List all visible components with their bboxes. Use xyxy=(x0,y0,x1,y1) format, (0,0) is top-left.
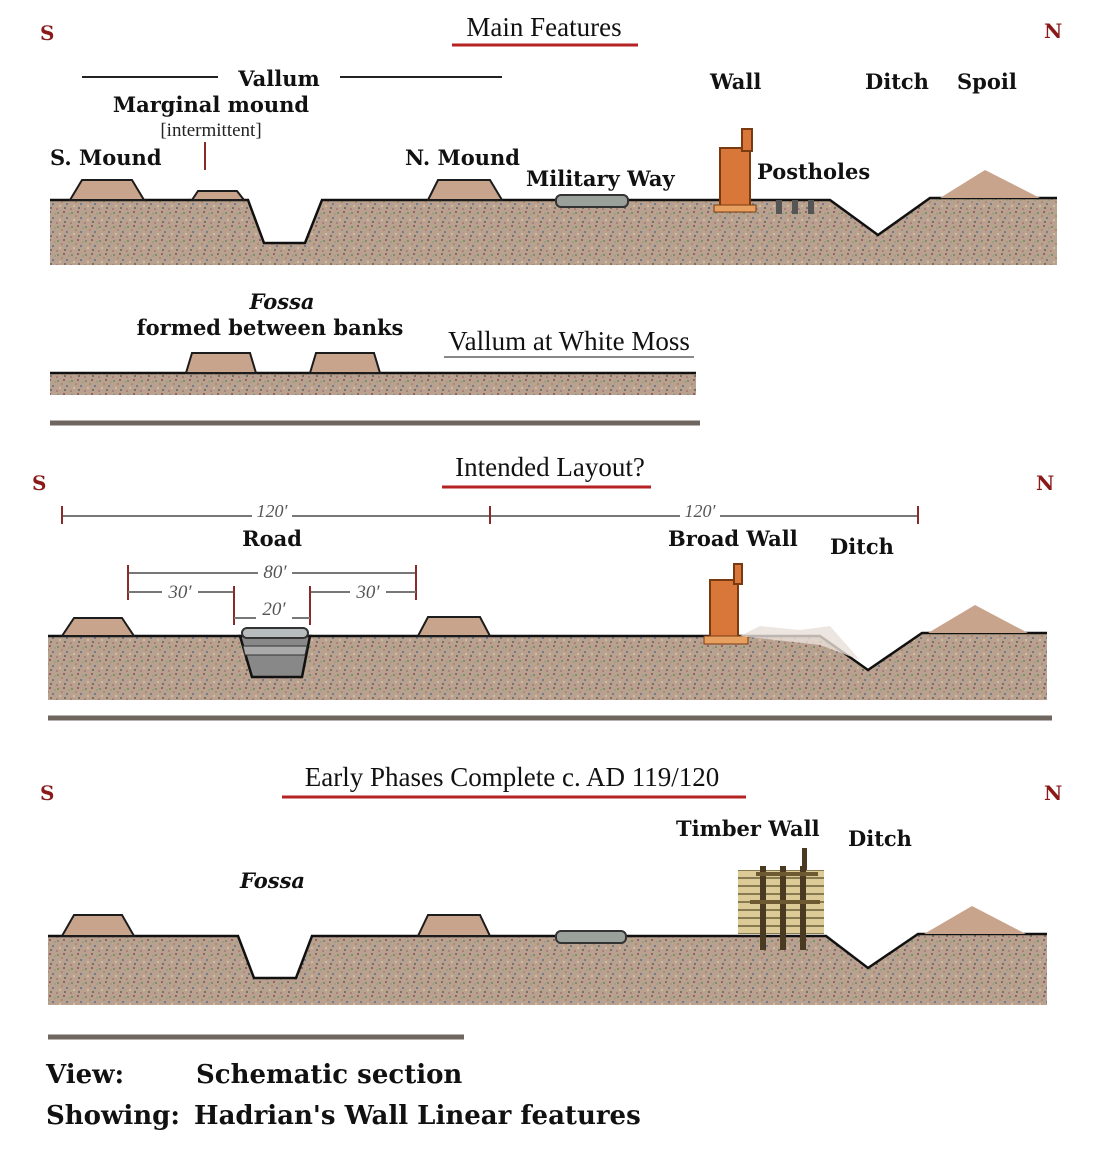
posthole xyxy=(776,200,782,214)
wall-label: Wall xyxy=(709,69,761,94)
postholes-label: Postholes xyxy=(757,159,870,184)
ground-section xyxy=(50,373,696,395)
broad-wall-foundation xyxy=(703,635,749,645)
north-marker: N xyxy=(1044,19,1062,43)
north-bank xyxy=(308,352,382,374)
panel-title: Main Features xyxy=(466,12,621,42)
panel-title: Early Phases Complete c. AD 119/120 xyxy=(305,762,719,792)
road-layer xyxy=(242,645,308,656)
panel-early-phases: S N Early Phases Complete c. AD 119/120 … xyxy=(40,762,1062,1040)
footer: View: Schematic section Showing: Hadrian… xyxy=(45,1060,641,1131)
spoil-mound xyxy=(924,906,1026,934)
s-mound xyxy=(60,617,136,637)
showing-label: Showing: xyxy=(46,1101,180,1131)
road-trench xyxy=(238,634,312,679)
s-mound xyxy=(60,914,136,937)
label-bg xyxy=(258,561,292,581)
panel-white-moss: Fossa formed between banks Vallum at Whi… xyxy=(50,289,700,426)
fossa-note: formed between banks xyxy=(137,315,404,340)
n-mound xyxy=(416,914,492,937)
s-mound xyxy=(68,179,146,201)
label-bg xyxy=(252,502,292,520)
intermittent-label: [intermittent] xyxy=(160,120,261,141)
broad-wall xyxy=(709,579,739,639)
spoil-mound xyxy=(928,605,1028,633)
faded-bank xyxy=(740,626,860,660)
label-bg xyxy=(350,580,386,600)
n-mound xyxy=(416,616,492,637)
south-bank xyxy=(184,352,258,374)
marginal-mound-label: Marginal mound xyxy=(113,92,310,117)
n-mound-label: N. Mound xyxy=(405,145,520,170)
ground-section xyxy=(50,198,1057,265)
military-way-label: Military Way xyxy=(526,166,675,191)
timber-wall xyxy=(738,848,824,950)
posthole xyxy=(792,200,798,214)
south-marker: S xyxy=(40,21,54,45)
panel-title: Vallum at White Moss xyxy=(448,326,690,356)
south-marker: S xyxy=(32,471,46,495)
label-bg xyxy=(256,599,292,619)
wall xyxy=(719,147,751,209)
ground-surface xyxy=(50,196,1057,245)
fossa-label: Fossa xyxy=(239,868,305,893)
broad-wall-parapet xyxy=(733,563,743,585)
right-span-label: 120′ xyxy=(685,501,717,521)
military-way xyxy=(555,194,629,208)
side-right-label: 30′ xyxy=(355,582,380,603)
center-label: 20′ xyxy=(262,599,286,620)
view-value: Schematic section xyxy=(196,1060,462,1090)
side-left-label: 30′ xyxy=(167,582,192,603)
vallum-label: Vallum xyxy=(237,66,319,91)
wall-foundation xyxy=(713,204,757,213)
ditch-label: Ditch xyxy=(848,826,912,851)
s-mound-label: S. Mound xyxy=(50,145,162,170)
view-label: View: xyxy=(45,1060,124,1090)
spoil-mound xyxy=(940,170,1040,198)
showing-value: Hadrian's Wall Linear features xyxy=(194,1101,641,1131)
north-marker: N xyxy=(1044,781,1062,805)
ditch-label: Ditch xyxy=(865,69,929,94)
left-span-label: 120′ xyxy=(257,501,289,521)
military-way xyxy=(555,930,627,944)
ground-section xyxy=(48,934,1047,1005)
fossa-label: Fossa xyxy=(248,289,314,314)
ground-surface xyxy=(48,932,1047,980)
ground-section xyxy=(48,633,1047,700)
panel-intended-layout: S N Intended Layout? 120′ 120′ Road Broa… xyxy=(32,452,1054,721)
road-label: Road xyxy=(242,526,302,551)
label-bg xyxy=(680,502,720,520)
n-mound xyxy=(426,179,504,201)
north-marker: N xyxy=(1036,471,1054,495)
spoil-label: Spoil xyxy=(957,69,1017,94)
road-span-label: 80′ xyxy=(263,562,287,583)
marginal-mound xyxy=(190,190,247,201)
timber-wall-label: Timber Wall xyxy=(676,816,820,841)
ditch-label: Ditch xyxy=(830,534,894,559)
road-surface xyxy=(241,627,309,639)
panel-title: Intended Layout? xyxy=(455,452,645,482)
broad-wall-label: Broad Wall xyxy=(668,526,798,551)
label-bg xyxy=(162,580,198,600)
south-marker: S xyxy=(40,781,54,805)
posthole xyxy=(808,200,814,214)
panel-main-features: S N Main Features Vallum Marginal mound … xyxy=(40,12,1062,265)
wall-parapet xyxy=(741,128,753,152)
